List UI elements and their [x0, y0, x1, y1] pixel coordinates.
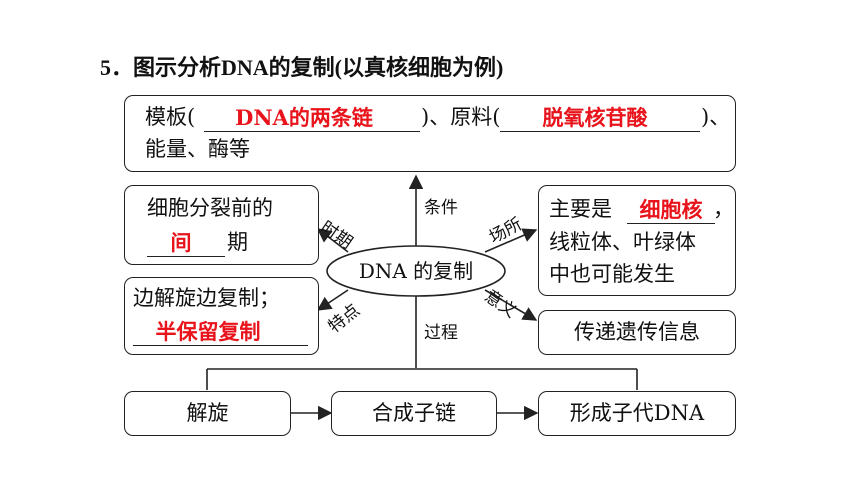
meaning-box — [538, 310, 736, 355]
material-blank — [500, 131, 700, 132]
location-comma: ， — [713, 197, 734, 221]
timing-line1: 细胞分裂前的 — [147, 196, 273, 220]
material-label: )、原料( — [421, 105, 501, 129]
timing-blank — [147, 256, 225, 257]
location-line3: 中也可能发生 — [549, 262, 675, 286]
label-condition: 条件 — [424, 198, 458, 218]
energy-enzyme-text: 能量、酶等 — [145, 137, 250, 161]
center-ellipse — [326, 245, 506, 297]
template-label: 模板( — [145, 105, 196, 129]
location-prefix: 主要是 — [549, 197, 612, 221]
process-step-unwind-label: 解旋 — [186, 401, 229, 425]
conditions-box — [124, 95, 736, 172]
feature-line1: 边解旋边复制； — [133, 286, 280, 310]
arrow-location — [484, 228, 538, 253]
template-blank — [204, 131, 420, 132]
template-answer: DNA的两条链 — [235, 105, 373, 130]
process-step-daughter-label: 形成子代DNA — [569, 401, 705, 425]
arrow-meaning — [484, 289, 538, 321]
location-blank — [627, 223, 715, 224]
arrow-timing — [316, 228, 349, 253]
page-title: 5．图示分析DNA的复制(以真核细胞为例) — [100, 55, 504, 80]
center-label: DNA 的复制 — [358, 259, 474, 283]
timing-answer: 间 — [170, 230, 192, 255]
location-box — [538, 185, 736, 296]
label-process: 过程 — [424, 323, 458, 343]
location-answer: 细胞核 — [639, 197, 703, 222]
feature-box — [124, 277, 319, 355]
process-step-synthesize-label: 合成子链 — [372, 401, 456, 425]
process-step-synthesize — [331, 391, 497, 436]
feature-blank — [133, 345, 308, 346]
material-answer: 脱氧核苷酸 — [542, 105, 648, 130]
process-step-daughter — [538, 391, 736, 436]
arrow-feature — [316, 289, 349, 311]
timing-suffix: 期 — [227, 230, 248, 254]
timing-box — [124, 185, 319, 265]
location-line2: 线粒体、叶绿体 — [549, 230, 696, 254]
process-step-unwind — [124, 391, 291, 436]
feature-answer: 半保留复制 — [155, 319, 261, 344]
material-end: )、 — [701, 105, 731, 129]
meaning-text: 传递遗传信息 — [574, 320, 700, 344]
